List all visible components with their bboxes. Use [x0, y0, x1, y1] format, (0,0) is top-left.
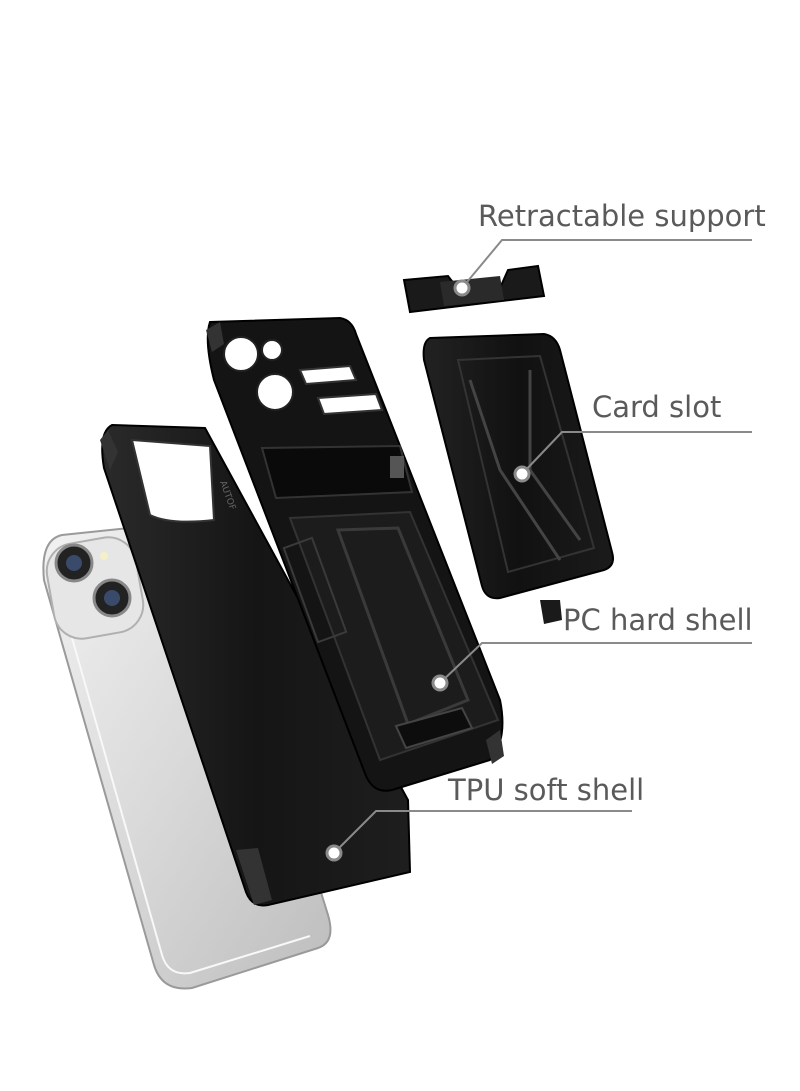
- callout-tpu-soft-shell: TPU soft shell: [448, 773, 645, 807]
- callout-retractable-support: Retractable support: [478, 199, 766, 233]
- card-slot-piece: [422, 332, 614, 624]
- callout-card-slot: Card slot: [592, 390, 722, 424]
- pc-hard-shell: [206, 316, 504, 792]
- tpu-soft-shell: AUTOF: [100, 423, 412, 907]
- leader-lines: [333, 239, 752, 854]
- leader-dots: [325, 279, 531, 862]
- camera-cutout: [130, 438, 216, 523]
- callout-pc-hard-shell: PC hard shell: [563, 603, 753, 637]
